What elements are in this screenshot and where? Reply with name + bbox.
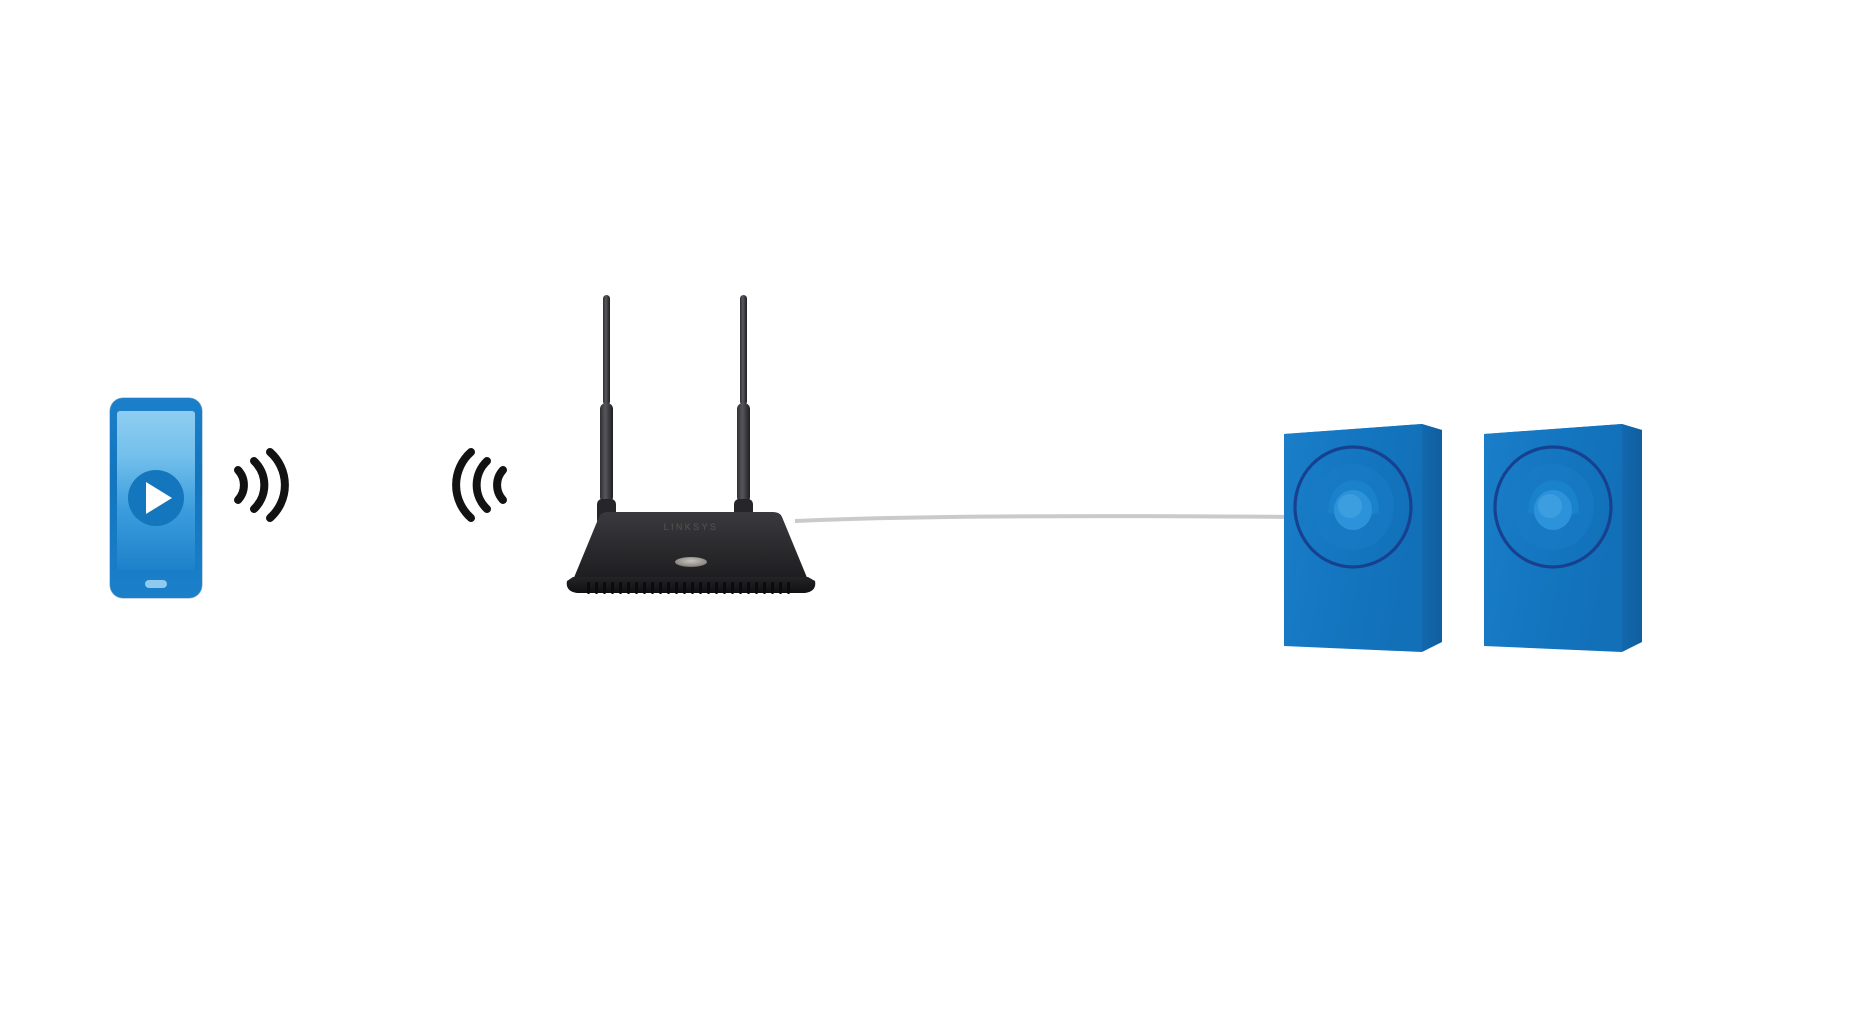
router-brand-label: LINKSYS (664, 522, 719, 532)
speaker-side-face (1422, 424, 1442, 652)
home-button[interactable] (145, 580, 167, 588)
wifi-waves-right-icon (228, 440, 298, 530)
router-vents (587, 582, 790, 594)
phone-device[interactable] (110, 398, 202, 598)
antenna-right (734, 295, 753, 525)
cable-line-icon (795, 512, 1295, 528)
speaker-woofer-cone (1293, 445, 1413, 569)
phone-body (110, 398, 202, 598)
speaker-side-face (1622, 424, 1642, 652)
antenna-left (597, 295, 616, 525)
status-led-icon (675, 557, 707, 567)
play-button-icon[interactable] (128, 470, 184, 526)
wifi-waves-left-icon (443, 440, 513, 530)
speaker-dome-highlight (1538, 494, 1562, 518)
speaker-right[interactable] (1482, 420, 1657, 665)
speaker-dome-highlight (1338, 494, 1362, 518)
play-triangle-icon (146, 482, 172, 514)
speaker-woofer-cone (1493, 445, 1613, 569)
speaker-left[interactable] (1282, 420, 1457, 665)
router-device[interactable]: LINKSYS (525, 285, 855, 615)
router-top-shell (573, 512, 808, 580)
